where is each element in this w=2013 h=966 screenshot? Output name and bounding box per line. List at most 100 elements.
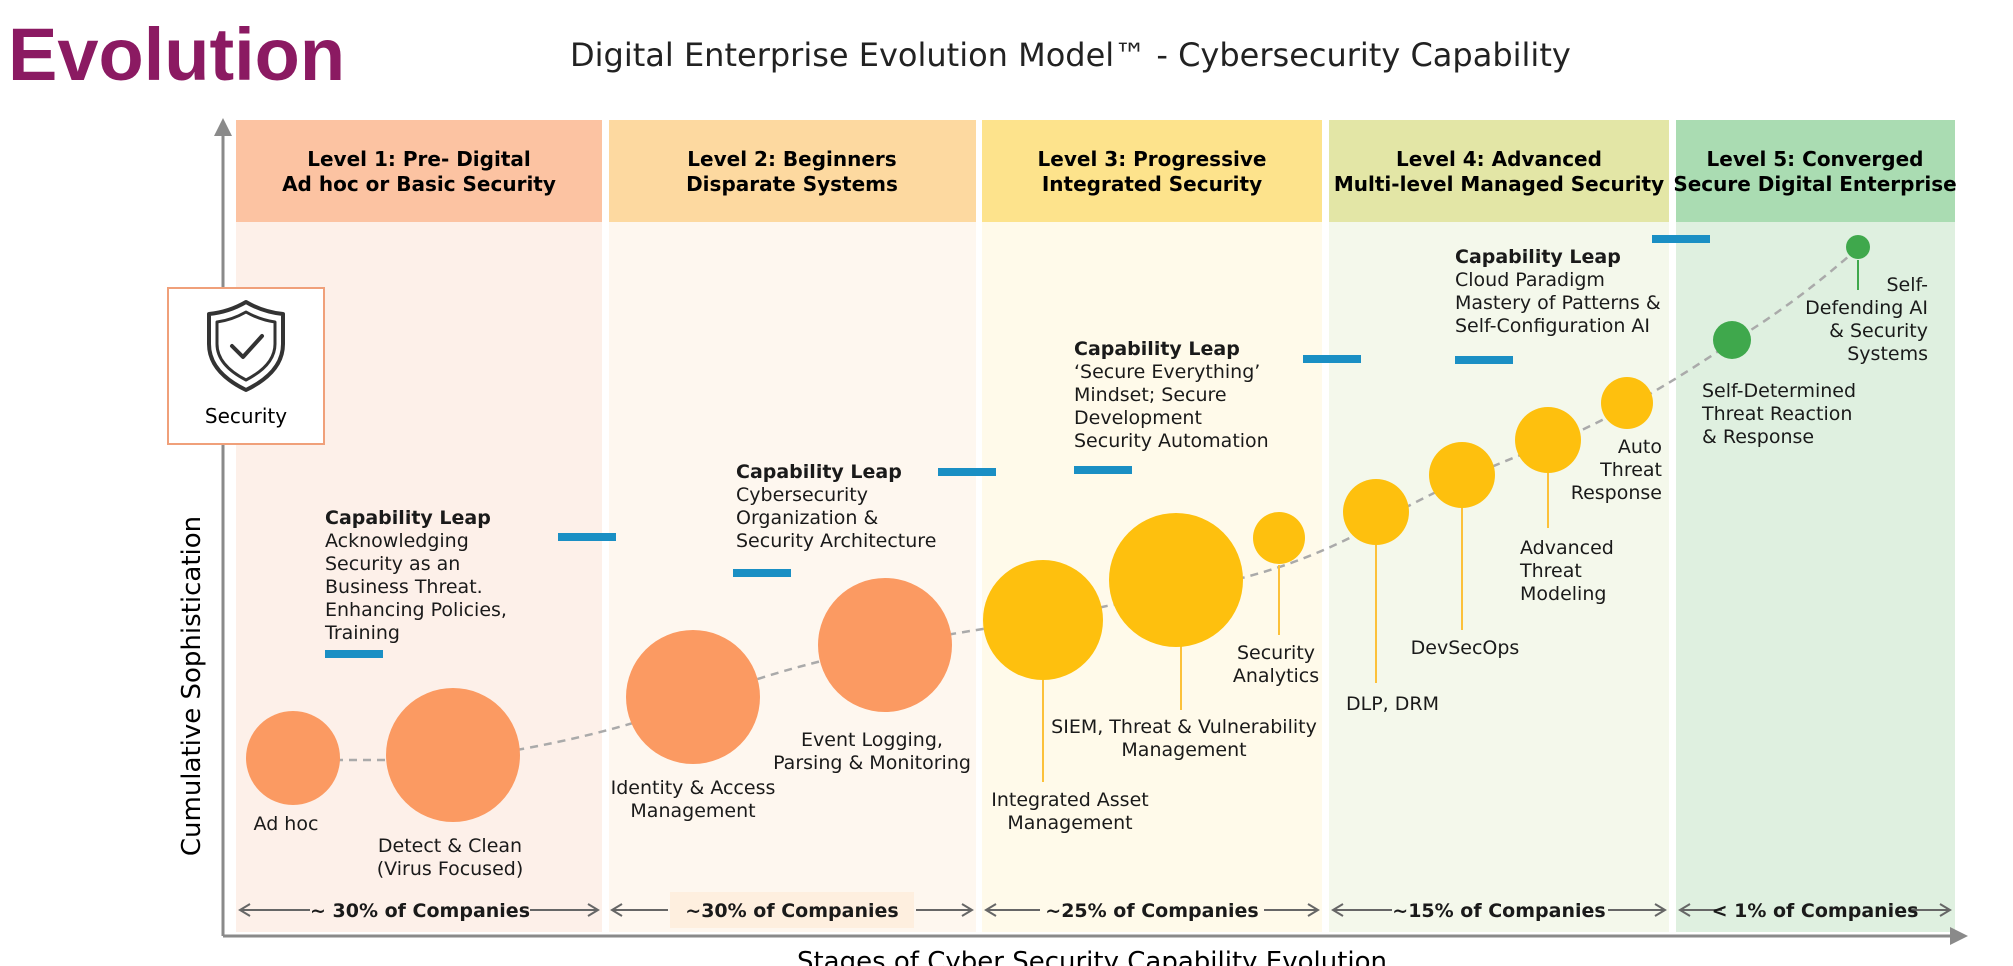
company-share-bands: ~ 30% of Companies ~30% of Companies ~25… (238, 892, 1952, 928)
level-2-body (609, 222, 976, 932)
step-marker-4b (1652, 235, 1710, 243)
step-marker-1b (558, 533, 616, 541)
label-advanced-threat-1: Advanced (1520, 537, 1614, 559)
label-detect-clean-2: (Virus Focused) (377, 858, 524, 880)
bubble-siem (1109, 513, 1243, 647)
capability-leap-3-line-4: Security Automation (1074, 430, 1269, 452)
label-siem-1: SIEM, Threat & Vulnerability (1051, 716, 1317, 738)
bubble-detect-clean (386, 688, 520, 822)
label-advanced-threat-3: Modeling (1520, 583, 1606, 605)
capability-leap-4-heading: Capability Leap (1455, 246, 1621, 268)
capability-leap-4: Capability Leap Cloud Paradigm Mastery o… (1455, 246, 1661, 337)
share-level-1 (238, 903, 600, 917)
label-security-analytics-1: Security (1237, 642, 1315, 664)
bubble-ad-hoc (246, 711, 340, 805)
share-level-2-highlight (670, 892, 914, 928)
trend-curve (293, 247, 1859, 762)
label-event-logging-2: Parsing & Monitoring (773, 752, 971, 774)
label-self-defending-1: Self- (1886, 274, 1928, 296)
security-badge: Security (167, 287, 325, 445)
label-identity-access-2: Management (630, 800, 755, 822)
axes: Cumulative Sophistication Stages of Cybe… (177, 118, 1968, 966)
step-marker-3b (1303, 355, 1361, 363)
step-marker-1a (325, 650, 383, 658)
label-advanced-threat-2: Threat (1519, 560, 1582, 582)
x-axis-label: Stages of Cyber Security Capability Evol… (797, 947, 1387, 966)
capability-leap-1-line-5: Training (324, 622, 400, 644)
label-auto-threat-1: Auto (1618, 436, 1662, 458)
capability-leap-4-line-3: Self-Configuration AI (1455, 315, 1650, 337)
bubble-integrated-asset (983, 560, 1103, 680)
label-self-defending-4: Systems (1847, 343, 1928, 365)
diagram-title: Digital Enterprise Evolution Model™ - Cy… (570, 36, 1571, 74)
bubble-dlp-drm (1343, 479, 1409, 545)
level-3-title-line-1: Level 3: Progressive (1038, 147, 1267, 171)
bubble-event-logging (818, 578, 952, 712)
share-level-2-text: ~30% of Companies (685, 900, 898, 922)
label-self-determined-1: Self-Determined (1702, 380, 1856, 402)
level-5-title-line-1: Level 5: Converged (1707, 147, 1924, 171)
security-badge-label: Security (205, 404, 287, 428)
step-marker-2b (938, 468, 996, 476)
share-level-1-text: ~ 30% of Companies (310, 900, 530, 922)
level-1-header (236, 120, 602, 222)
y-axis-label: Cumulative Sophistication (177, 516, 207, 856)
level-5-title-line-2: Secure Digital Enterprise (1673, 172, 1956, 196)
level-2-column: Level 2: Beginners Disparate Systems (609, 120, 976, 932)
capability-leap-4-line-1: Cloud Paradigm (1455, 269, 1605, 291)
bubble-self-defending (1846, 235, 1870, 259)
label-self-defending-2: Defending AI (1805, 297, 1928, 319)
level-3-title-line-2: Integrated Security (1042, 172, 1262, 196)
share-level-3-text: ~25% of Companies (1045, 900, 1258, 922)
bubble-identity-access (626, 630, 760, 764)
share-level-3 (984, 903, 1320, 917)
capability-leap-1-line-2: Security as an (325, 553, 460, 575)
level-4-column: Level 4: Advanced Multi-level Managed Se… (1329, 120, 1669, 932)
y-axis-arrow (214, 118, 232, 136)
label-detect-clean-1: Detect & Clean (378, 835, 522, 857)
share-level-4 (1331, 903, 1667, 917)
label-ad-hoc: Ad hoc (254, 813, 319, 835)
level-2-title-line-2: Disparate Systems (686, 172, 898, 196)
label-self-defending-3: & Security (1829, 320, 1928, 342)
level-5-header (1676, 120, 1955, 222)
capability-leap-3: Capability Leap ‘Secure Everything’ Mind… (1074, 338, 1269, 452)
capability-leap-3-heading: Capability Leap (1074, 338, 1240, 360)
label-self-determined-2: Threat Reaction (1701, 403, 1852, 425)
page-heading: Evolution (8, 13, 345, 96)
level-4-header (1329, 120, 1669, 222)
step-marker-4a (1455, 356, 1513, 364)
label-self-determined-3: & Response (1702, 426, 1814, 448)
level-2-header (609, 120, 976, 222)
capability-leap-2-heading: Capability Leap (736, 461, 902, 483)
share-level-4-text: ~15% of Companies (1392, 900, 1605, 922)
share-level-5 (1678, 903, 1952, 917)
capability-leap-3-line-3: Development (1074, 407, 1202, 429)
level-4-body (1329, 222, 1669, 932)
bubble-self-determined (1713, 321, 1751, 359)
capability-leaps: Capability Leap Acknowledging Security a… (324, 246, 1661, 644)
bubble-security-analytics (1253, 512, 1305, 564)
label-devsecops: DevSecOps (1411, 637, 1520, 659)
capability-leap-1-line-3: Business Threat. (325, 576, 483, 598)
security-badge-frame (167, 287, 325, 445)
capability-leap-2-line-2: Organization & (736, 507, 879, 529)
capability-leap-4-line-2: Mastery of Patterns & (1455, 292, 1661, 314)
label-integrated-asset-2: Management (1007, 812, 1132, 834)
level-4-title-line-1: Level 4: Advanced (1396, 147, 1602, 171)
shield-check-icon (207, 300, 285, 392)
level-5-column: Level 5: Converged Secure Digital Enterp… (1673, 120, 1957, 932)
label-auto-threat-3: Response (1571, 482, 1662, 504)
capability-leap-1-line-4: Enhancing Policies, (325, 599, 507, 621)
capability-labels: Ad hoc Detect & Clean (Virus Focused) Id… (254, 274, 1928, 880)
level-4-title-line-2: Multi-level Managed Security (1334, 172, 1664, 196)
capability-leap-2-line-1: Cybersecurity (736, 484, 868, 506)
capability-leap-1-heading: Capability Leap (325, 507, 491, 529)
label-siem-2: Management (1121, 739, 1246, 761)
step-marker-2a (733, 569, 791, 577)
bubble-advanced-threat (1515, 407, 1581, 473)
capability-leap-2-line-3: Security Architecture (736, 530, 936, 552)
capability-leap-2: Capability Leap Cybersecurity Organizati… (736, 461, 936, 552)
label-identity-access-1: Identity & Access (611, 777, 776, 799)
